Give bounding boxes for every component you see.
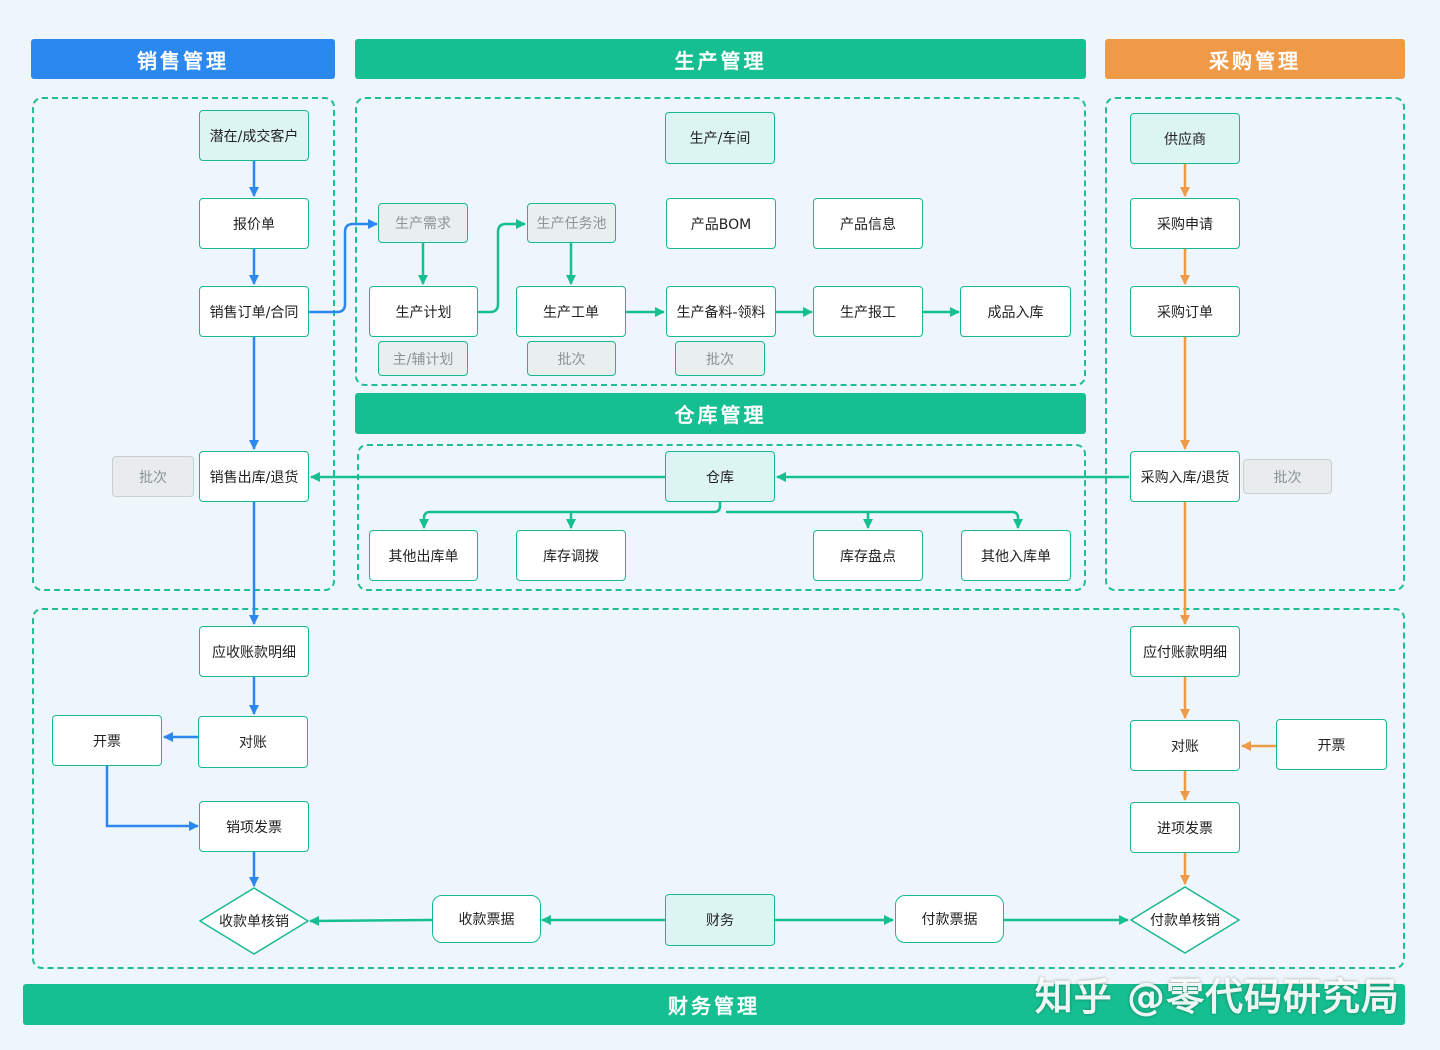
node-receivable[interactable]: 应收账款明细 (199, 626, 309, 677)
node-payment-writeoff-label: 付款单核销 (1150, 913, 1220, 929)
node-reconcile-purchase[interactable]: 对账 (1130, 720, 1240, 771)
node-receipt-bill[interactable]: 收款票据 (432, 895, 541, 943)
node-receipt-writeoff[interactable]: 收款单核销 (199, 887, 309, 955)
node-payment-bill[interactable]: 付款票据 (895, 895, 1004, 943)
node-work-order[interactable]: 生产工单 (516, 286, 626, 337)
node-prod-report[interactable]: 生产报工 (813, 286, 923, 337)
node-prod-plan[interactable]: 生产计划 (369, 286, 478, 337)
node-stock-transfer[interactable]: 库存调拨 (516, 530, 626, 581)
warehouse-banner: 仓库管理 (355, 393, 1086, 434)
node-main-aux-plan[interactable]: 主/辅计划 (378, 341, 468, 376)
node-product-info[interactable]: 产品信息 (813, 198, 923, 249)
node-finished-inbound[interactable]: 成品入库 (960, 286, 1071, 337)
node-other-inbound[interactable]: 其他入库单 (961, 530, 1071, 581)
warehouse-zone (357, 444, 1086, 591)
diamond-shape (1130, 886, 1240, 954)
node-input-invoice[interactable]: 进项发票 (1130, 802, 1240, 853)
node-receipt-writeoff-label: 收款单核销 (219, 914, 289, 930)
node-payable[interactable]: 应付账款明细 (1130, 626, 1240, 677)
node-quote[interactable]: 报价单 (199, 198, 309, 249)
node-reconcile-sales[interactable]: 对账 (198, 716, 308, 768)
node-purchase-inbound[interactable]: 采购入库/退货 (1130, 451, 1240, 502)
production-banner: 生产管理 (355, 39, 1086, 79)
node-warehouse[interactable]: 仓库 (665, 451, 775, 502)
purchase-banner: 采购管理 (1105, 39, 1405, 79)
node-material-batch[interactable]: 批次 (675, 341, 765, 376)
node-product-bom[interactable]: 产品BOM (666, 198, 776, 249)
sales-banner: 销售管理 (31, 39, 335, 79)
node-purchase-batch[interactable]: 批次 (1243, 459, 1332, 494)
node-invoice-sales[interactable]: 开票 (52, 715, 162, 766)
node-stock-count[interactable]: 库存盘点 (813, 530, 923, 581)
node-sales-outbound[interactable]: 销售出库/退货 (199, 451, 309, 502)
node-finance[interactable]: 财务 (665, 894, 775, 946)
node-purchase-order[interactable]: 采购订单 (1130, 286, 1240, 337)
node-sales-order[interactable]: 销售订单/合同 (199, 286, 309, 337)
node-purchase-request[interactable]: 采购申请 (1130, 198, 1240, 249)
node-prod-task-pool[interactable]: 生产任务池 (527, 203, 616, 243)
node-payment-writeoff[interactable]: 付款单核销 (1130, 886, 1240, 954)
watermark: 知乎 @零代码研究局 (1034, 975, 1400, 1019)
sales-zone (32, 97, 335, 591)
node-customer[interactable]: 潜在/成交客户 (199, 110, 309, 161)
purchase-zone (1105, 97, 1405, 591)
finance-banner: 财务管理 (23, 984, 1405, 1025)
node-material-prep[interactable]: 生产备料-领料 (666, 286, 776, 337)
finance-zone (32, 608, 1405, 969)
node-prod-demand[interactable]: 生产需求 (378, 203, 468, 243)
node-sales-batch[interactable]: 批次 (112, 456, 194, 497)
node-supplier[interactable]: 供应商 (1130, 113, 1240, 164)
node-other-outbound[interactable]: 其他出库单 (369, 530, 478, 581)
node-workshop[interactable]: 生产/车间 (665, 112, 775, 164)
node-sales-invoice[interactable]: 销项发票 (199, 801, 309, 852)
node-work-order-batch[interactable]: 批次 (527, 341, 616, 376)
diamond-shape (199, 887, 309, 955)
node-invoice-purchase[interactable]: 开票 (1276, 719, 1387, 770)
